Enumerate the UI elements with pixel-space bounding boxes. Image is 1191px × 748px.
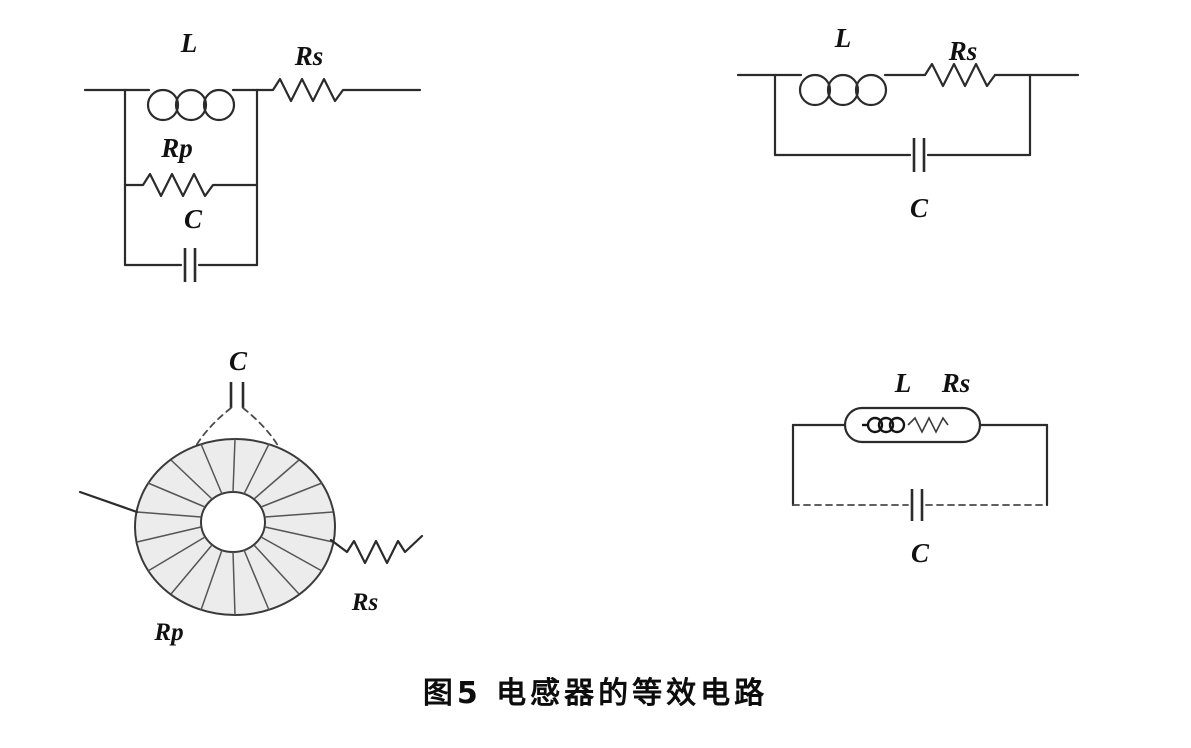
inductor-loop [866, 416, 884, 434]
resistor-zigzag [329, 534, 424, 565]
dashed-field-line [184, 407, 232, 473]
label-capacitor-C: C [910, 193, 929, 223]
label-capacitor-C: C [184, 204, 203, 234]
label-resistor-Rs: Rs [941, 368, 971, 398]
toroid-windings [136, 438, 334, 616]
inductor-loop [146, 88, 180, 122]
label-resistor-Rs: Rs [351, 589, 378, 616]
label-resistor-Rp: Rp [153, 619, 183, 646]
toroid-core [134, 438, 336, 616]
circuit-bottom-right-package: L Rs C [791, 368, 1049, 568]
capacitor-C [123, 248, 259, 282]
circuit-top-right-series-model: L Rs C [736, 23, 1080, 223]
label-resistor-Rs: Rs [948, 36, 978, 66]
figure-caption: 图5 电感器的等效电路 [422, 676, 769, 711]
inductor-L [123, 88, 259, 122]
circuit-bottom-left-toroid: C [78, 346, 424, 646]
resistor-Rs [329, 534, 424, 565]
resistor-Rp [123, 172, 259, 198]
label-capacitor-C: C [229, 346, 248, 376]
toroid-hole [200, 491, 266, 553]
label-inductor-L: L [894, 368, 912, 398]
resistor-Rs [255, 77, 422, 103]
inductor-loop [202, 88, 236, 122]
inductor-loop [888, 416, 906, 434]
internal-inductor-L [862, 416, 906, 434]
dashed-field-line [242, 407, 290, 473]
label-inductor-L: L [180, 28, 198, 58]
parasitic-capacitor-C [792, 489, 1048, 521]
component-package [843, 406, 982, 444]
label-resistor-Rs: Rs [294, 41, 324, 71]
label-inductor-L: L [834, 23, 852, 53]
label-resistor-Rp: Rp [160, 133, 193, 163]
capacitor-C [773, 138, 1032, 172]
resistor-Rs [923, 62, 997, 88]
circuit-top-left-parallel-model: L Rs Rp C [83, 28, 422, 282]
inductor-loop [854, 73, 888, 107]
resistor-zigzag [255, 77, 422, 103]
label-capacitor-C: C [911, 538, 930, 568]
inductor-loop [798, 73, 832, 107]
inductor-L [798, 73, 888, 107]
internal-resistor-Rs [907, 416, 949, 434]
lead-wire-left [78, 490, 139, 514]
inductor-loop [877, 416, 895, 434]
resistor-zigzag [123, 172, 259, 198]
inductor-loop [826, 73, 860, 107]
inductor-loop [174, 88, 208, 122]
resistor-zigzag [923, 62, 997, 88]
